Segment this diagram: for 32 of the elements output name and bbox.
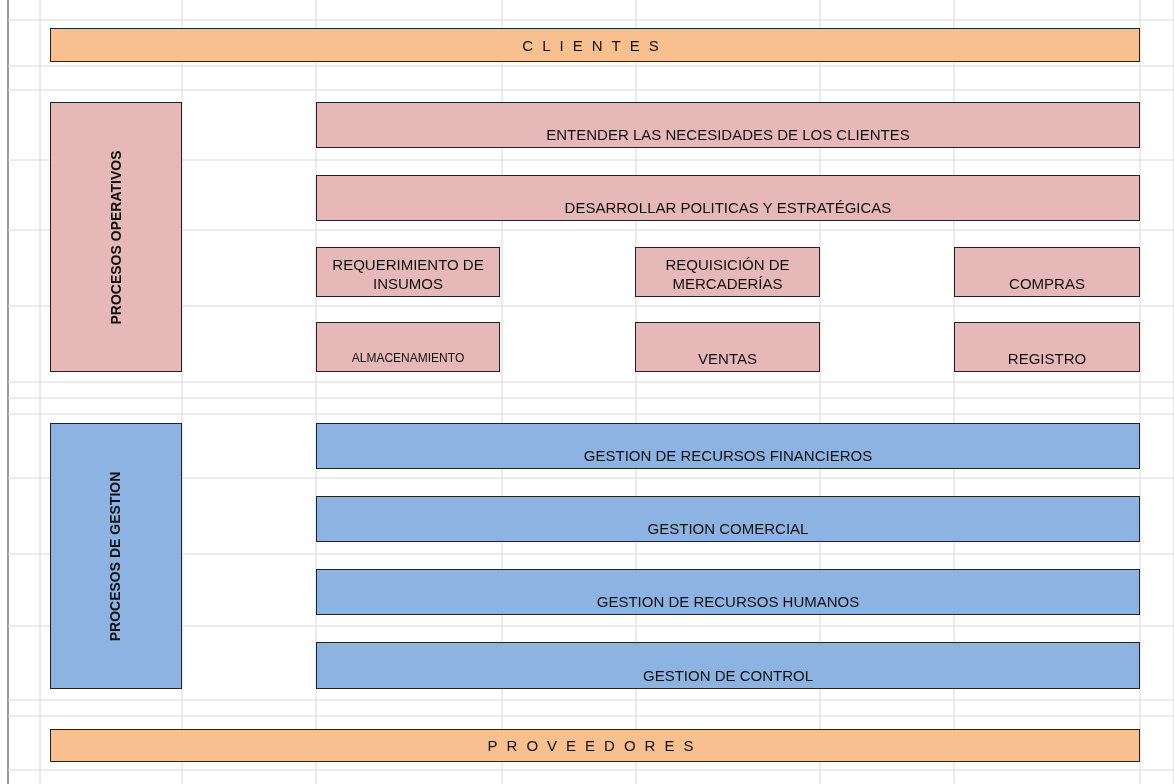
- box-label: DESARROLLAR POLITICAS Y ESTRATÉGICAS: [563, 198, 893, 218]
- process-box: [316, 496, 1140, 542]
- box-label: REGISTRO: [1006, 349, 1088, 369]
- vertical-heading: PROCESOS OPERATIVOS: [106, 150, 125, 324]
- band: [50, 102, 182, 372]
- process-box: [316, 642, 1140, 689]
- band: [50, 423, 182, 689]
- process-box: [316, 423, 1140, 469]
- box-label: REQUISICIÓN DE MERCADERÍAS: [664, 255, 791, 294]
- box-label: CLIENTES: [521, 35, 669, 55]
- box-label: COMPRAS: [1008, 274, 1086, 294]
- process-box: [635, 247, 820, 297]
- process-box: [316, 322, 500, 372]
- box-label: GESTION DE RECURSOS HUMANOS: [595, 592, 861, 612]
- box-label: REQUERIMIENTO DE INSUMOS: [331, 255, 485, 294]
- box-label: ALMACENAMIENTO: [350, 350, 466, 367]
- vertical-heading: PROCESOS DE GESTION: [106, 471, 125, 641]
- process-box: [316, 569, 1140, 615]
- box-label: ENTENDER LAS NECESIDADES DE LOS CLIENTES: [545, 125, 911, 145]
- box-label: GESTION DE CONTROL: [642, 666, 814, 686]
- box-label: PROVEEDORES: [486, 736, 704, 755]
- process-box: [954, 322, 1140, 372]
- box-label: VENTAS: [697, 349, 758, 369]
- process-box: [316, 175, 1140, 221]
- process-box: [316, 102, 1140, 148]
- box-label: GESTION DE RECURSOS FINANCIEROS: [582, 446, 874, 466]
- process-box: [954, 247, 1140, 297]
- process-box: [316, 247, 500, 297]
- process-box: [635, 322, 820, 372]
- box-label: GESTION COMERCIAL: [646, 519, 810, 539]
- band: [50, 28, 1140, 62]
- band: [50, 729, 1140, 762]
